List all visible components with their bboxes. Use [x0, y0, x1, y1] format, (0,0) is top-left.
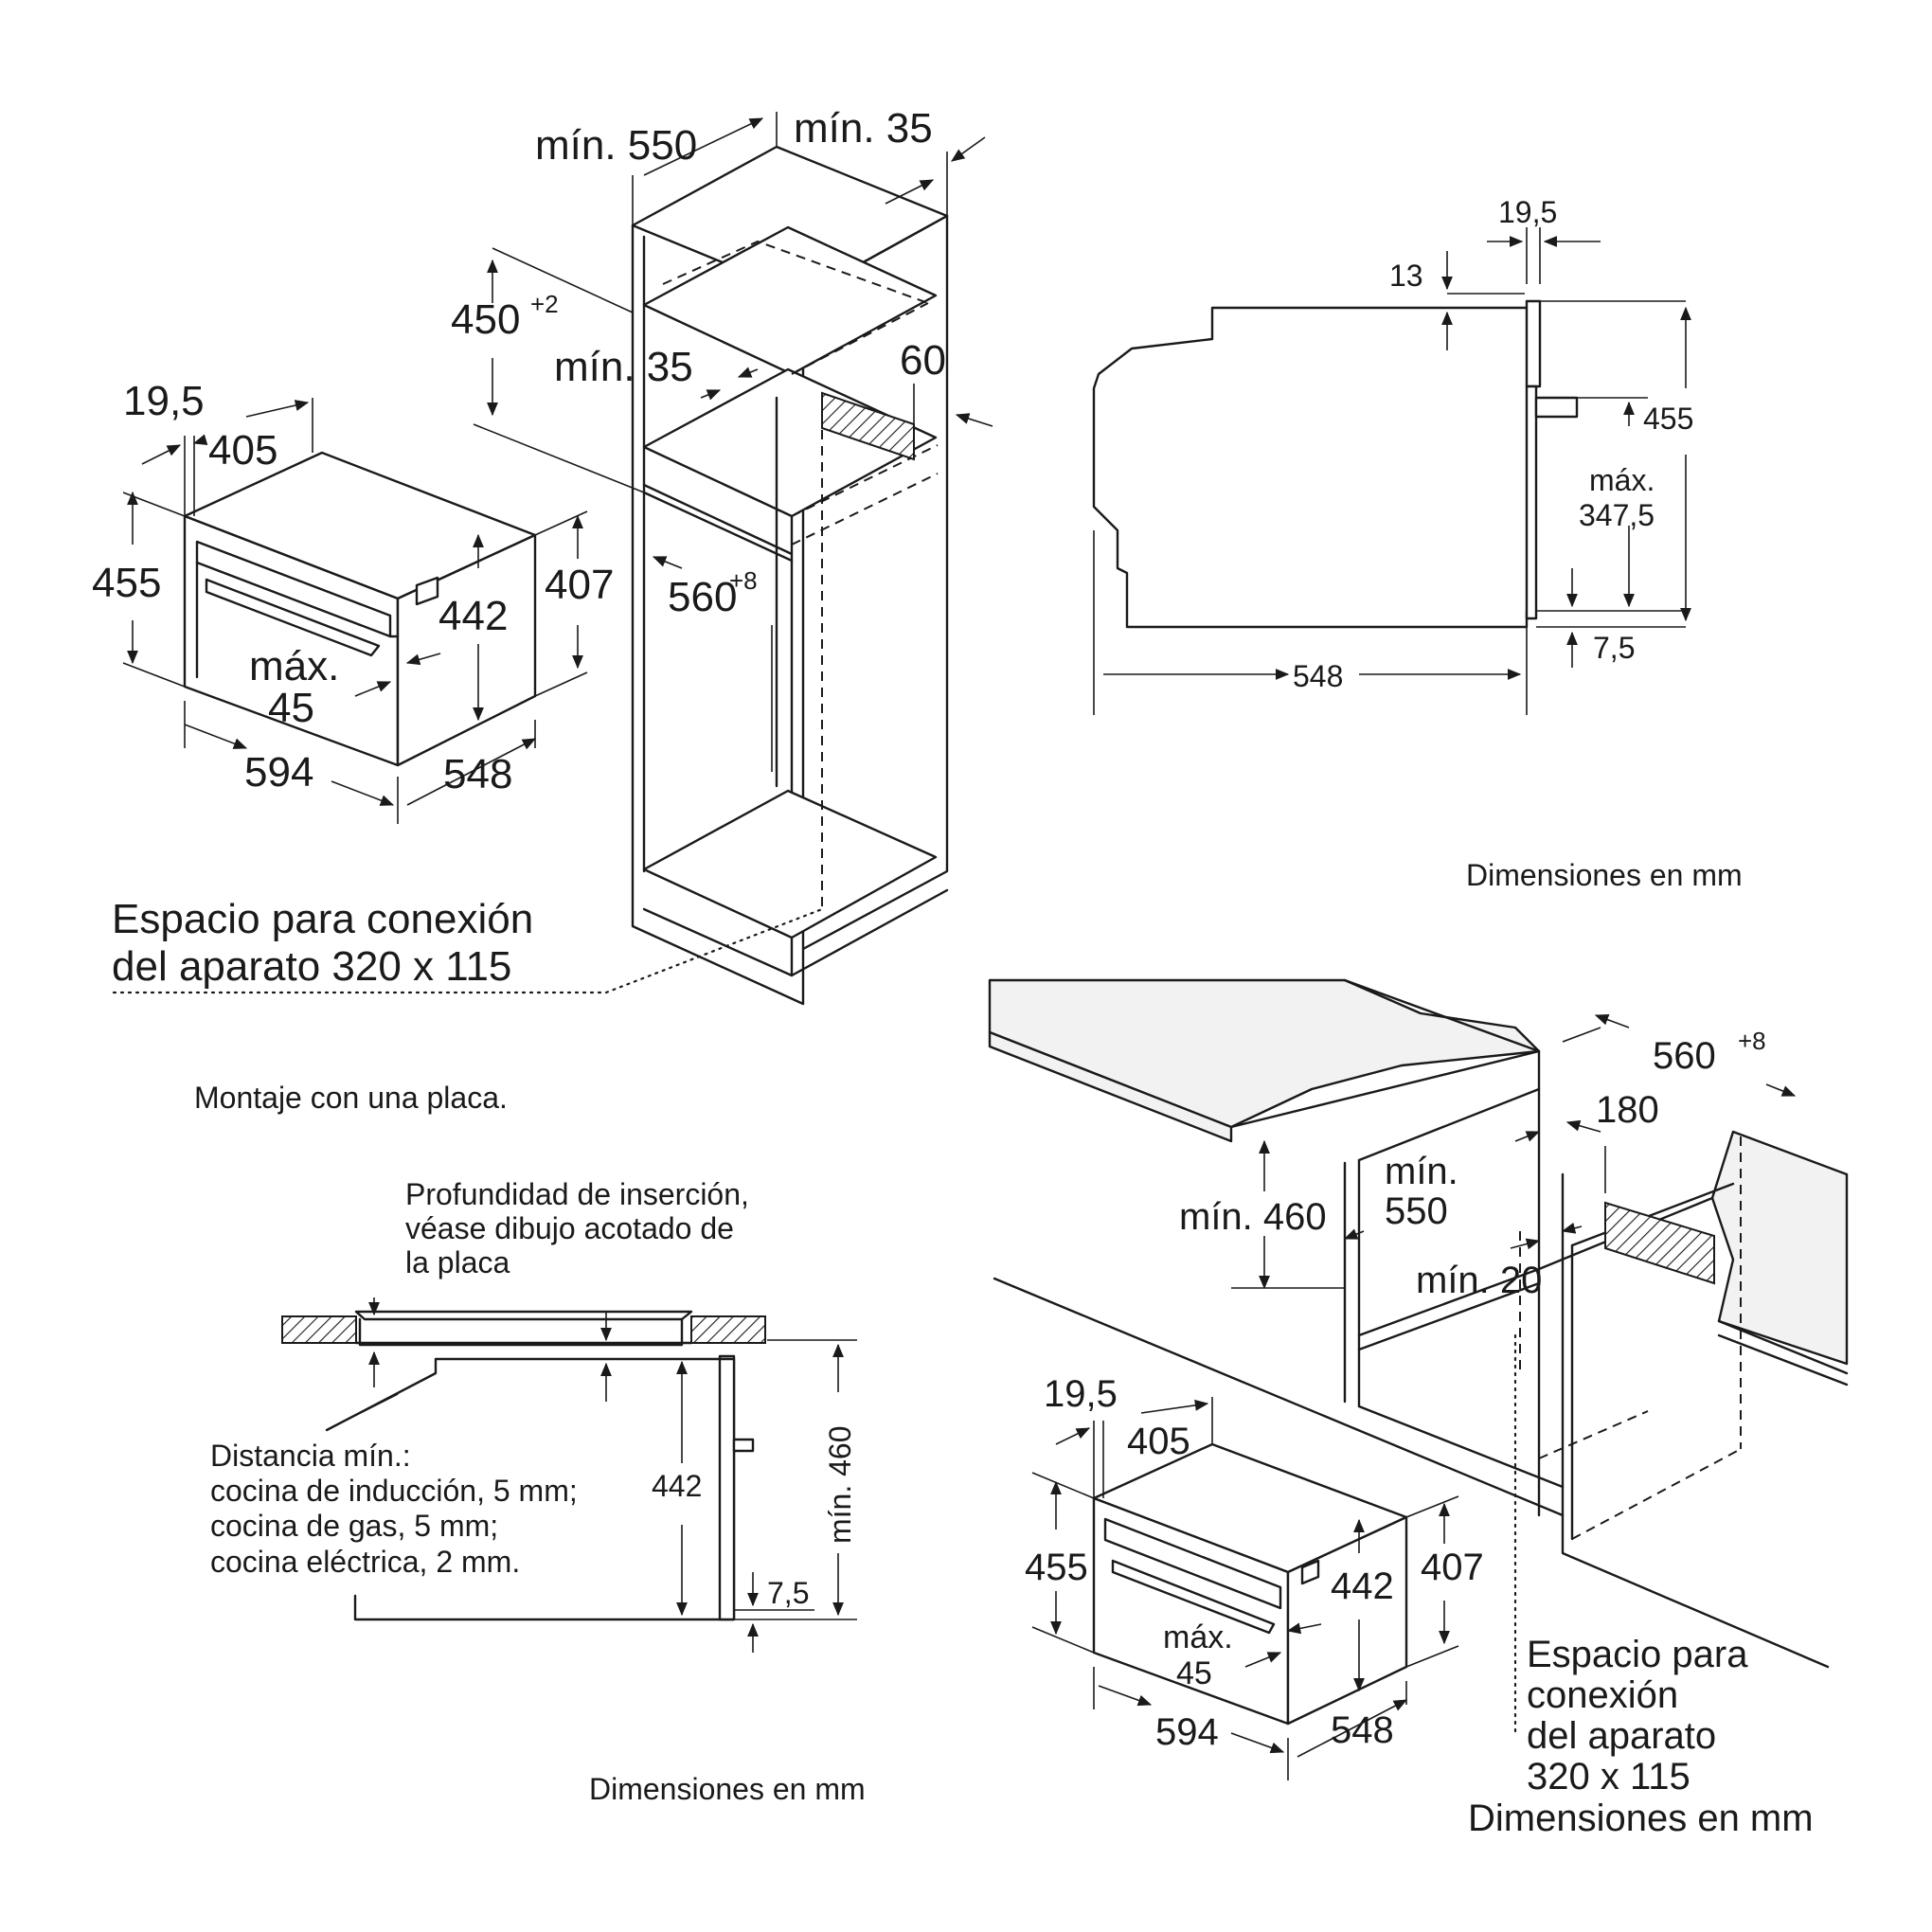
undercounter-dim-560: 560	[1653, 1035, 1716, 1077]
oven2-dim-548: 548	[1331, 1709, 1394, 1751]
caption-dimensions-top-right: Dimensiones en mm	[1466, 858, 1743, 892]
oven2-dim-max-label: máx.	[1163, 1619, 1233, 1655]
cabinet-dim-min-35-top: mín. 35	[794, 105, 933, 152]
min-distance-line3: cocina de gas, 5 mm;	[210, 1509, 498, 1543]
undercounter-dim-180: 180	[1596, 1089, 1659, 1131]
under-counter	[988, 978, 1849, 1735]
side-dim-455: 455	[1643, 402, 1693, 436]
undercounter-dim-min-460: mín. 460	[1179, 1196, 1327, 1238]
oven2-dim-405: 405	[1127, 1421, 1190, 1462]
hob-dim-min-460: mín. 460	[823, 1425, 857, 1544]
side-dim-548: 548	[1293, 659, 1343, 693]
oven2-dim-19-5: 19,5	[1044, 1373, 1118, 1415]
cabinet-dim-min-550: mín. 550	[535, 122, 697, 169]
side-dim-13: 13	[1389, 259, 1423, 293]
oven-left	[122, 398, 588, 824]
insertion-depth-line2: véase dibujo acotado de	[405, 1211, 734, 1245]
oven2-dim-45: 45	[1176, 1655, 1212, 1691]
undercounter-dim-550: 550	[1385, 1190, 1448, 1232]
oven2-dim-407: 407	[1421, 1547, 1484, 1588]
caption-dimensions-bottom-left: Dimensiones en mm	[589, 1772, 866, 1806]
cabinet-dim-min-35-mid: mín. 35	[554, 344, 693, 390]
hob-dim-7-5: 7,5	[767, 1576, 809, 1610]
oven-right	[1031, 1397, 1459, 1780]
oven-dim-594: 594	[244, 749, 313, 796]
caption-mounting-hob: Montaje con una placa.	[194, 1081, 508, 1115]
side-dim-max-label: máx.	[1589, 463, 1655, 497]
min-distance-line2: cocina de inducción, 5 mm;	[210, 1474, 578, 1508]
cabinet-dim-560: 560	[668, 574, 737, 620]
cabinet-dim-450-tolerance: +2	[530, 290, 559, 318]
oven-dim-407: 407	[545, 562, 614, 608]
undercounter-dim-560-tolerance: +8	[1738, 1027, 1766, 1055]
connection-space2-line2: conexión	[1527, 1674, 1678, 1716]
oven-dim-45: 45	[268, 685, 314, 731]
side-view	[1092, 227, 1691, 715]
insertion-depth-line3: la placa	[405, 1245, 510, 1279]
side-dim-19-5: 19,5	[1498, 195, 1557, 229]
hob-dim-442: 442	[652, 1469, 702, 1503]
connection-space-line2: del aparato 320 x 115	[112, 943, 511, 990]
undercounter-dim-min-label: mín.	[1385, 1151, 1458, 1192]
cabinet-dim-60: 60	[900, 337, 946, 384]
tall-cabinet	[112, 112, 993, 1006]
oven-dim-442: 442	[438, 593, 508, 639]
hob-section	[281, 1297, 857, 1653]
connection-space2-line1: Espacio para	[1527, 1634, 1748, 1675]
side-dim-347-5: 347,5	[1579, 498, 1655, 532]
oven2-dim-594: 594	[1155, 1711, 1219, 1753]
connection-space2-line4: 320 x 115	[1527, 1756, 1690, 1798]
oven2-dim-455: 455	[1025, 1547, 1088, 1588]
min-distance-line4: cocina eléctrica, 2 mm.	[210, 1545, 520, 1579]
insertion-depth-line1: Profundidad de inserción,	[405, 1177, 749, 1211]
oven2-dim-442: 442	[1331, 1565, 1394, 1607]
cabinet-dim-450: 450	[451, 296, 520, 343]
side-dim-7-5: 7,5	[1593, 631, 1635, 665]
oven-dim-405: 405	[208, 427, 277, 474]
cabinet-dim-560-tolerance: +8	[729, 566, 758, 595]
undercounter-dim-min-20: mín. 20	[1416, 1260, 1542, 1301]
oven-dim-max-label: máx.	[249, 643, 339, 689]
min-distance-line1: Distancia mín.:	[210, 1439, 411, 1473]
oven-dim-19-5: 19,5	[123, 378, 205, 424]
oven-dim-455: 455	[92, 560, 161, 606]
caption-dimensions-bottom-right: Dimensiones en mm	[1468, 1798, 1814, 1839]
oven-dim-548: 548	[443, 751, 512, 797]
connection-space2-line3: del aparato	[1527, 1715, 1716, 1757]
connection-space-line1: Espacio para conexión	[112, 896, 533, 942]
